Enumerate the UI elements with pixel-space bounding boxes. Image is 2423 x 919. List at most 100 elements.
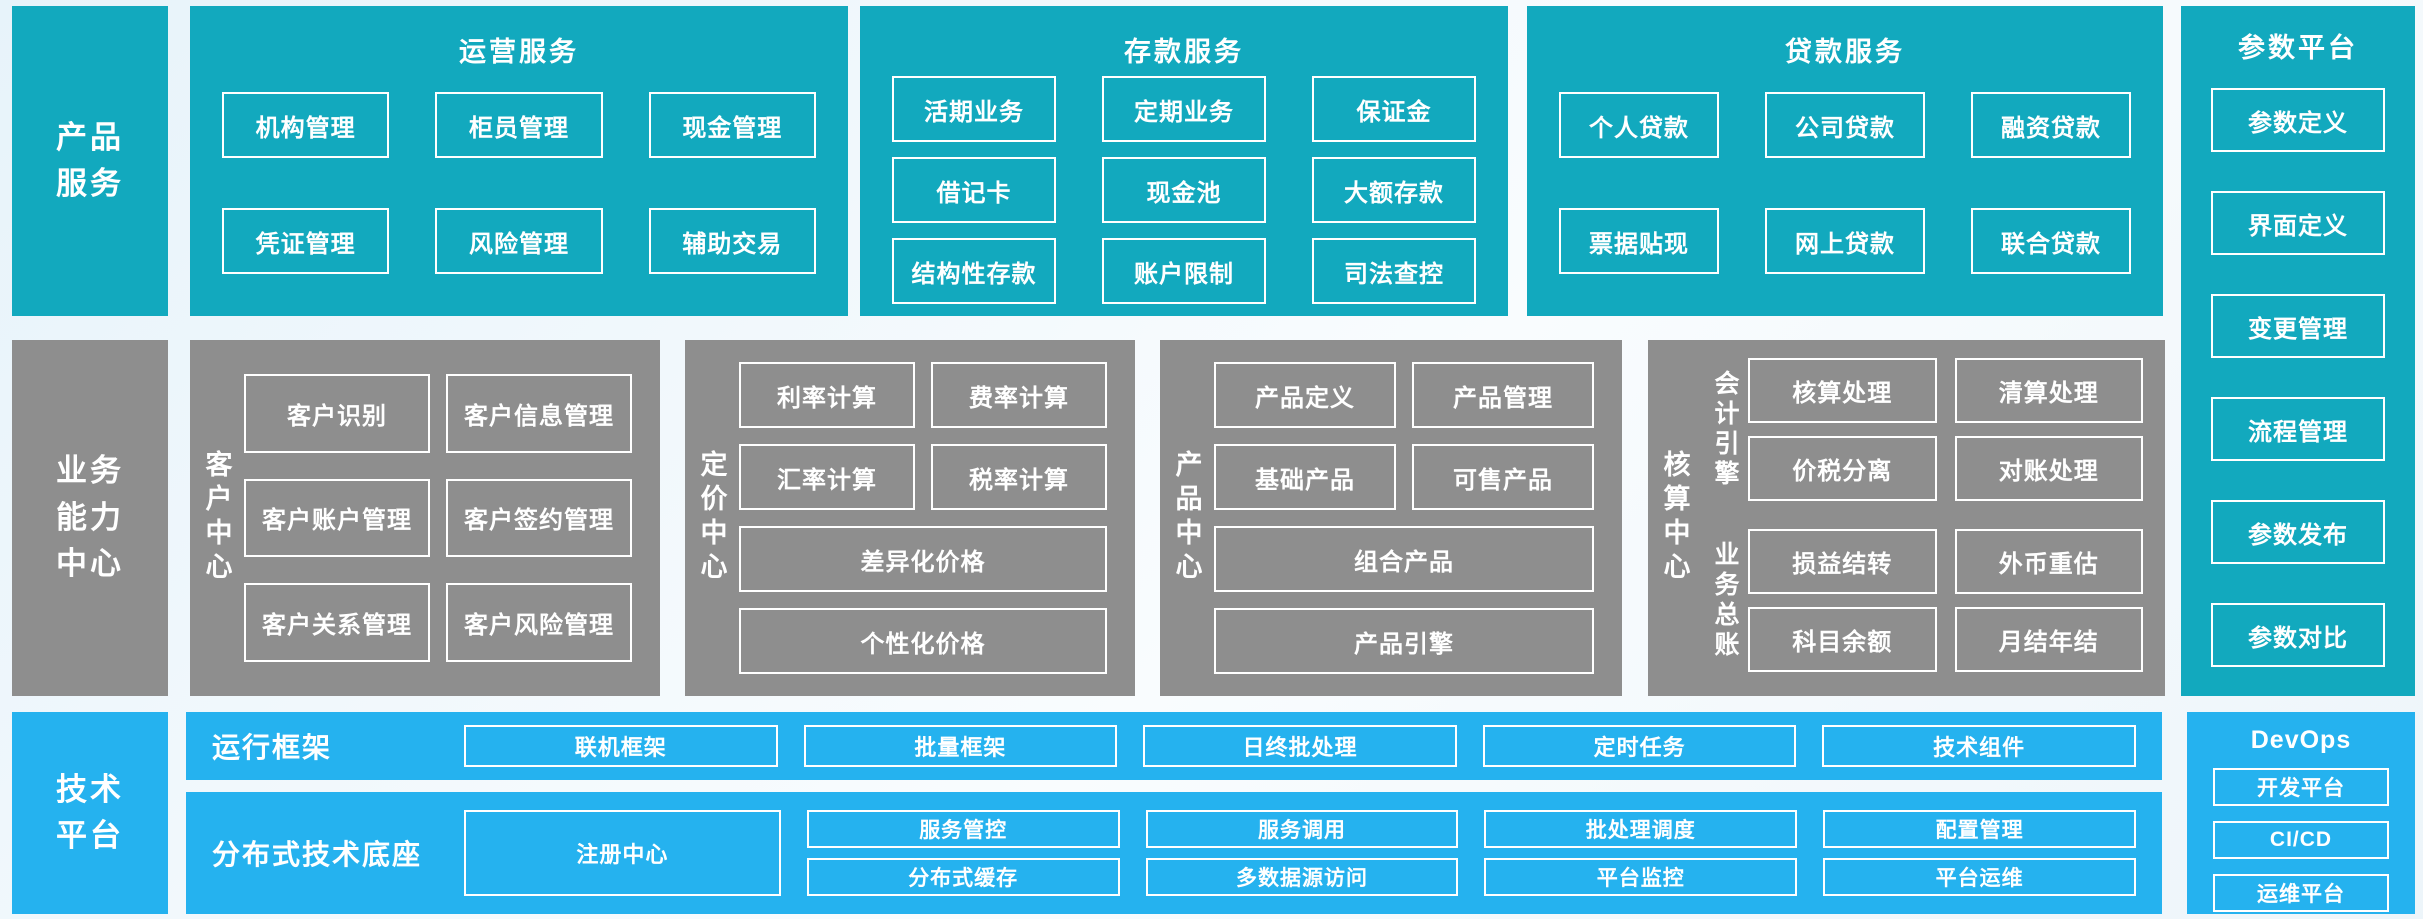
panel-title: DevOps	[2250, 726, 2352, 754]
tech-box-column: 批处理调度 平台监控	[1484, 810, 1798, 896]
pricing-center-panel: 定价中心 利率计算 费率计算 汇率计算 税率计算 差异化价格 个性化价格	[685, 340, 1135, 696]
business-capability-rail: 业务 能力 中心	[12, 340, 168, 696]
capability-box: 产品管理	[1412, 362, 1594, 428]
customer-center-grid: 客户识别 客户信息管理 客户账户管理 客户签约管理 客户关系管理 客户风险管理	[244, 374, 632, 662]
accounting-groups: 会计引擎 核算处理 清算处理 价税分离 对账处理 业务总账 损益结转 外币重估 …	[1702, 358, 2143, 672]
product-services-rail: 产品 服务	[12, 6, 168, 316]
business-ledger-grid: 损益结转 外币重估 科目余额 月结年结	[1748, 529, 2143, 672]
capability-box: 税率计算	[931, 444, 1107, 510]
business-ledger-group: 业务总账 损益结转 外币重估 科目余额 月结年结	[1702, 529, 2143, 672]
tech-box: 联机框架	[464, 725, 778, 767]
service-box: 参数定义	[2211, 88, 2385, 152]
service-box: 结构性存款	[892, 238, 1056, 304]
devops-panel: DevOps 开发平台 CI/CD 运维平台	[2187, 712, 2415, 914]
service-box: 公司贷款	[1765, 92, 1925, 158]
tech-box: 平台监控	[1484, 858, 1798, 896]
capability-box: 个性化价格	[739, 608, 1107, 674]
accounting-center-panel: 核算中心 会计引擎 核算处理 清算处理 价税分离 对账处理 业务总账 损益结转 …	[1648, 340, 2165, 696]
operations-services-panel: 运营服务 机构管理 柜员管理 现金管理 凭证管理 风险管理 辅助交易	[190, 6, 848, 316]
tech-box: 服务管控	[806, 810, 1120, 848]
tech-box: 服务调用	[1145, 810, 1459, 848]
capability-box: 客户风险管理	[446, 583, 632, 662]
tech-box: 定时任务	[1482, 725, 1797, 767]
service-box: 个人贷款	[1559, 92, 1719, 158]
capability-box: 客户识别	[244, 374, 430, 453]
capability-box: 客户账户管理	[244, 478, 430, 558]
devops-list: 开发平台 CI/CD 运维平台	[2213, 768, 2389, 912]
tech-box-column: 配置管理 平台运维	[1823, 810, 2136, 896]
capability-box: 汇率计算	[739, 444, 915, 510]
service-box: 账户限制	[1102, 238, 1266, 304]
tech-box: 批量框架	[803, 725, 1118, 767]
tech-box: CI/CD	[2213, 821, 2389, 859]
service-box: 联合贷款	[1971, 208, 2131, 274]
service-box: 票据贴现	[1559, 208, 1719, 274]
panel-title: 存款服务	[1124, 37, 1244, 67]
capability-box: 可售产品	[1412, 444, 1594, 510]
tech-box: 配置管理	[1823, 810, 2136, 848]
accounting-engine-grid: 核算处理 清算处理 价税分离 对账处理	[1748, 358, 2143, 501]
service-box: 司法查控	[1312, 238, 1476, 304]
deposit-services-grid: 活期业务 定期业务 保证金 借记卡 现金池 大额存款 结构性存款 账户限制 司法…	[892, 76, 1476, 304]
panel-title: 贷款服务	[1785, 37, 1905, 67]
deposit-services-panel: 存款服务 活期业务 定期业务 保证金 借记卡 现金池 大额存款 结构性存款 账户…	[860, 6, 1508, 316]
service-box: 凭证管理	[222, 208, 390, 274]
capability-box: 客户信息管理	[446, 374, 632, 453]
service-box: 融资贷款	[1971, 92, 2131, 158]
capability-box: 产品定义	[1214, 362, 1396, 428]
center-label: 定价中心	[696, 450, 727, 586]
capability-box: 核算处理	[1748, 358, 1937, 423]
service-box: 辅助交易	[648, 208, 816, 274]
capability-box: 费率计算	[931, 362, 1107, 428]
product-center-grid: 产品定义 产品管理 基础产品 可售产品 组合产品 产品引擎	[1214, 362, 1594, 674]
capability-box: 清算处理	[1954, 358, 2143, 423]
tech-box: 技术组件	[1822, 725, 2136, 767]
panel-title: 参数平台	[2238, 33, 2358, 63]
service-box: 定期业务	[1102, 76, 1266, 142]
service-box: 参数对比	[2211, 603, 2385, 667]
parameter-platform-list: 参数定义 界面定义 变更管理 流程管理 参数发布 参数对比	[2211, 88, 2385, 667]
capability-box: 价税分离	[1748, 436, 1937, 501]
tech-box: 注册中心	[464, 810, 781, 896]
service-box: 现金池	[1102, 157, 1266, 223]
runtime-framework-boxes: 联机框架 批量框架 日终批处理 定时任务 技术组件	[464, 725, 2136, 767]
capability-box: 月结年结	[1954, 607, 2143, 672]
capability-box: 损益结转	[1748, 529, 1937, 594]
operations-services-grid: 机构管理 柜员管理 现金管理 凭证管理 风险管理 辅助交易	[222, 92, 816, 274]
group-label: 会计引擎	[1711, 369, 1739, 490]
tech-box: 开发平台	[2213, 768, 2389, 806]
center-label: 产品中心	[1171, 450, 1202, 586]
tech-box: 批处理调度	[1484, 810, 1798, 848]
accounting-engine-group: 会计引擎 核算处理 清算处理 价税分离 对账处理	[1702, 358, 2143, 501]
service-box: 变更管理	[2211, 294, 2385, 358]
capability-box: 客户关系管理	[244, 583, 430, 662]
capability-box: 利率计算	[739, 362, 915, 428]
tech-box: 分布式缓存	[806, 858, 1120, 896]
service-box: 机构管理	[222, 92, 390, 158]
tech-box: 运维平台	[2213, 874, 2389, 912]
service-box: 柜员管理	[435, 92, 603, 158]
tech-box: 平台运维	[1823, 858, 2136, 896]
tech-box: 日终批处理	[1143, 725, 1457, 767]
tech-box-column: 服务管控 分布式缓存	[806, 810, 1120, 896]
tech-box-column: 服务调用 多数据源访问	[1145, 810, 1459, 896]
center-label: 客户中心	[201, 450, 232, 586]
pricing-center-grid: 利率计算 费率计算 汇率计算 税率计算 差异化价格 个性化价格	[739, 362, 1107, 674]
tech-platform-rail: 技术 平台	[12, 712, 168, 914]
service-box: 现金管理	[648, 92, 816, 158]
capability-box: 科目余额	[1748, 607, 1937, 672]
parameter-platform-panel: 参数平台 参数定义 界面定义 变更管理 流程管理 参数发布 参数对比	[2181, 6, 2415, 696]
band-label: 分布式技术底座	[212, 839, 423, 870]
service-box: 保证金	[1312, 76, 1476, 142]
service-box: 流程管理	[2211, 397, 2385, 461]
band-label: 运行框架	[212, 732, 333, 763]
loan-services-panel: 贷款服务 个人贷款 公司贷款 融资贷款 票据贴现 网上贷款 联合贷款	[1527, 6, 2163, 316]
service-box: 大额存款	[1312, 157, 1476, 223]
capability-box: 产品引擎	[1214, 608, 1594, 674]
distributed-base-band: 分布式技术底座 注册中心 服务管控 分布式缓存 服务调用 多数据源访问 批处理调…	[186, 792, 2162, 914]
capability-box: 差异化价格	[739, 526, 1107, 592]
panel-title: 运营服务	[459, 37, 579, 67]
service-box: 风险管理	[435, 208, 603, 274]
capability-box: 客户签约管理	[446, 478, 632, 558]
tech-box: 多数据源访问	[1145, 858, 1459, 896]
